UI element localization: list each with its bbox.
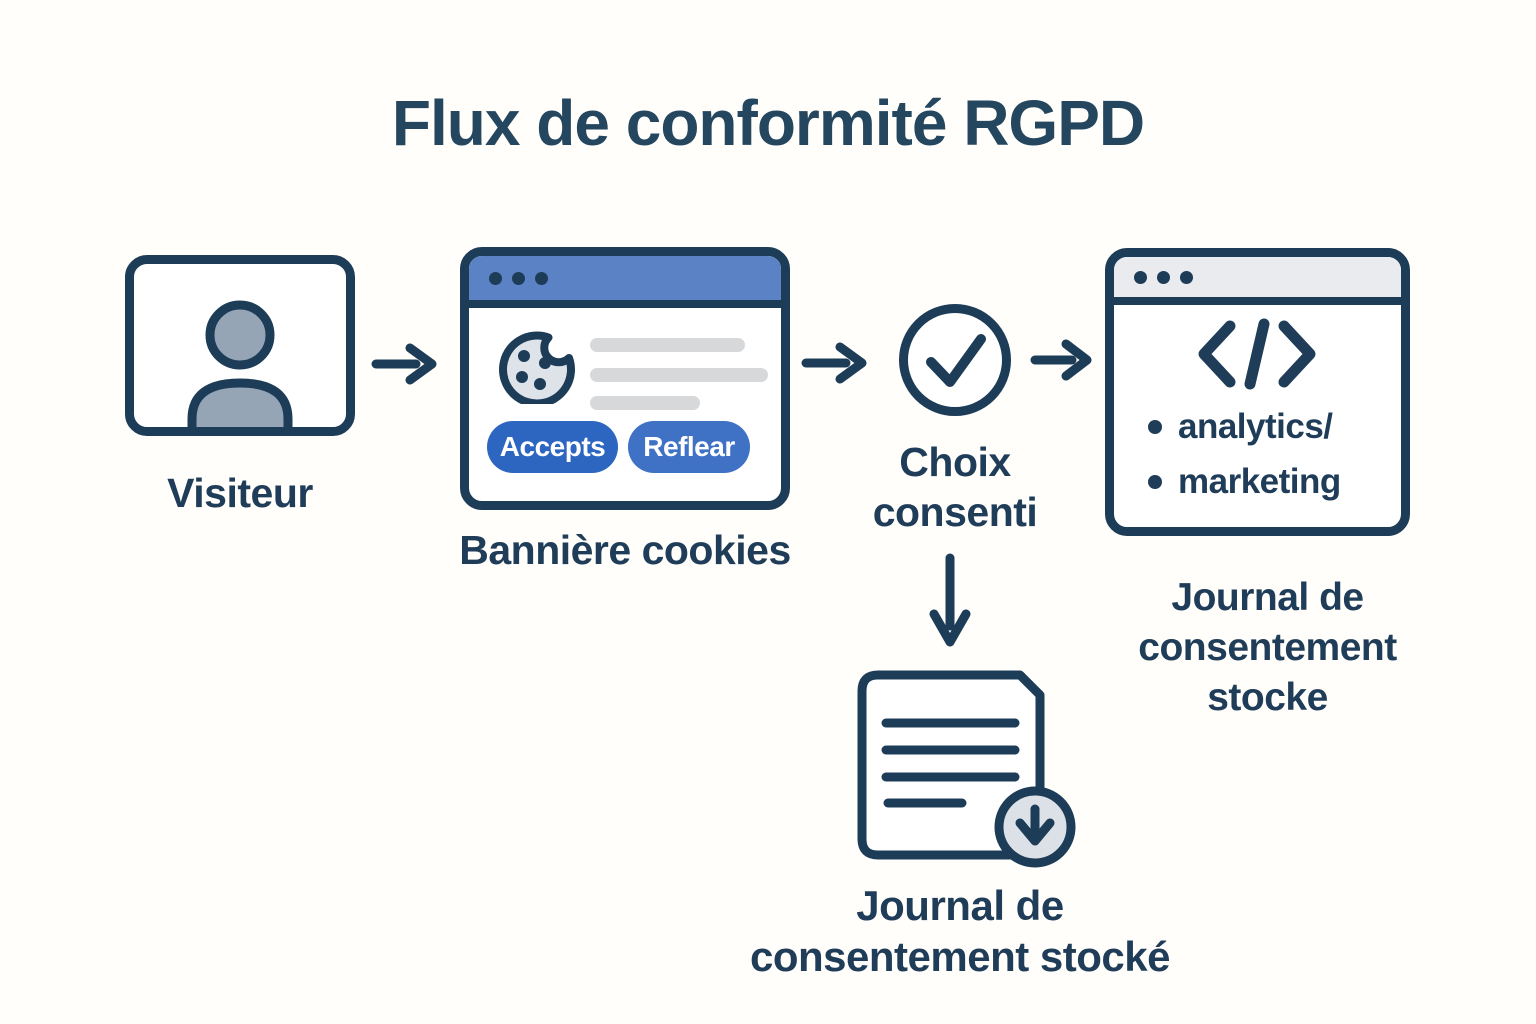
arrow-right-icon <box>371 343 437 385</box>
window-titlebar <box>469 256 781 308</box>
list-item: analytics/ <box>1148 405 1333 449</box>
consent-check-circle <box>899 304 1011 416</box>
text-placeholder-line <box>590 396 700 410</box>
arrow-down-icon <box>929 553 971 647</box>
window-dot-icon <box>1157 270 1170 284</box>
cookie-banner-label: Bannière cookies <box>459 527 791 573</box>
stored-log-label: Journal de consentement stocké <box>690 880 1230 982</box>
consent-log-label-line1: Journal de <box>1171 576 1364 619</box>
cookie-banner-window: Accepts Reflear <box>460 247 790 510</box>
consent-choice-label-line2: consenti <box>872 489 1038 535</box>
bullet-icon <box>1148 475 1162 489</box>
stored-log-label-line1: Journal de <box>856 882 1064 929</box>
accept-cookies-button[interactable]: Accepts <box>487 421 618 473</box>
window-dot-icon <box>489 271 502 285</box>
window-dot-icon <box>512 271 525 285</box>
bullet-item-label: marketing <box>1178 462 1341 501</box>
window-dot-icon <box>535 271 548 285</box>
bullet-icon <box>1148 420 1162 434</box>
consent-log-label-line2: consentement <box>1138 626 1397 669</box>
list-item: marketing <box>1148 460 1341 504</box>
text-placeholder-line <box>590 368 768 382</box>
consent-choice-label-line1: Choix <box>899 439 1011 485</box>
document-icon <box>857 670 1076 868</box>
cookie-icon <box>499 331 575 404</box>
text-placeholder-line <box>590 338 745 352</box>
refuse-cookies-button[interactable]: Reflear <box>628 421 750 473</box>
window-dot-icon <box>1134 270 1147 284</box>
check-icon <box>926 334 986 387</box>
stored-log-label-line2: consentement stocké <box>750 933 1170 980</box>
consent-log-window: analytics/ marketing <box>1105 248 1410 536</box>
person-icon <box>187 300 293 427</box>
window-titlebar <box>1114 257 1401 305</box>
consent-log-label: Journal de consentement stocke <box>1075 573 1460 723</box>
visitor-label: Visiteur <box>167 470 313 516</box>
window-dot-icon <box>1180 270 1193 284</box>
bullet-item-label: analytics/ <box>1178 407 1333 446</box>
consent-choice-label: Choix consenti <box>835 437 1075 537</box>
code-icon <box>1198 318 1316 390</box>
diagram-title: Flux de conformité RGPD <box>391 87 1145 159</box>
download-badge-icon <box>994 786 1076 868</box>
visitor-card <box>125 255 355 436</box>
consent-log-label-line3: stocke <box>1207 676 1328 719</box>
arrow-right-icon <box>1030 339 1092 381</box>
arrow-right-icon <box>801 342 867 384</box>
